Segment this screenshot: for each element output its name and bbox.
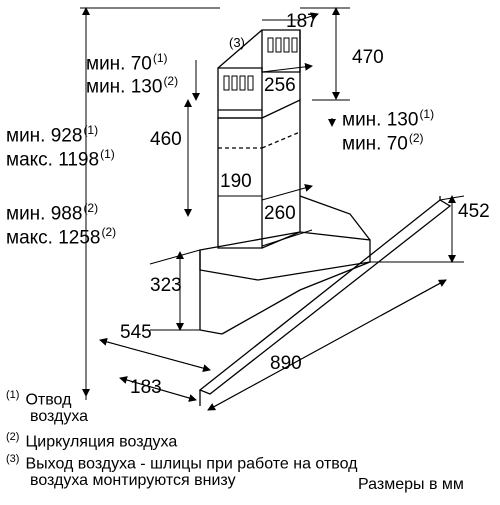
dim-460: 460 [150,129,182,150]
left-mid-line2: макс. 1198(1) [6,147,115,171]
right-mid-line2: мин. 70(2) [342,131,424,155]
left-top-line1: мин. 70(1) [86,51,168,75]
dim-183: 183 [130,377,162,398]
dim-190: 190 [220,171,252,192]
dim-545: 545 [120,322,152,343]
dim-452: 452 [458,201,490,222]
chimney-lower-side [261,98,301,249]
left-low-line1: мин. 988(2) [6,201,99,225]
dim-187: 187 [286,11,318,32]
right-mid-line1: мин. 130(1) [342,107,435,131]
left-top-line2: мин. 130(2) [86,74,179,98]
hood-inner-edge [221,261,371,335]
left-mid-line1: мин. 928(1) [6,123,99,147]
units-note: Размеры в мм [358,476,464,493]
dim-256: 256 [264,75,296,96]
glass-panel [198,199,452,395]
hood-front-edge [199,250,223,335]
dim-260: 260 [264,203,296,224]
chimney-marker-3: (3) [229,35,245,50]
dim-470: 470 [352,47,384,68]
footnote-1: (1)Отвод воздуха [6,389,89,426]
outlet-slots [223,37,298,91]
hood-canopy-back [299,195,371,241]
dim-890: 890 [270,353,302,374]
dim-323: 323 [150,275,182,296]
footnote-2: (2)Циркуляция воздуха [6,431,178,451]
left-low-line2: макс. 1258(2) [6,225,117,249]
footnote-3: (3)Выход воздуха - шлицы при работе на о… [6,453,358,490]
